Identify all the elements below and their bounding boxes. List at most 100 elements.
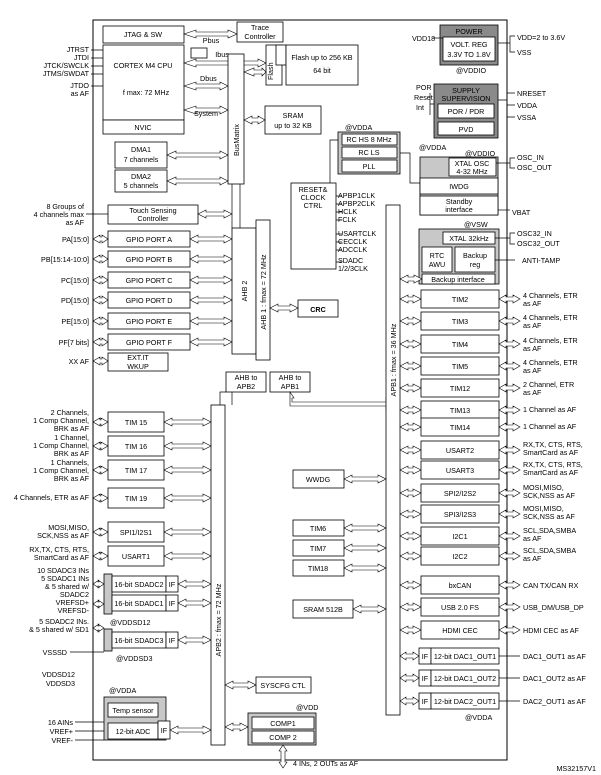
vss-label: VSS xyxy=(517,48,532,57)
spi3-pin-1: MOSI,MISO, xyxy=(523,504,564,513)
osc-in-label: OSC_IN xyxy=(517,153,544,162)
reset-sig-label: Reset xyxy=(414,93,433,102)
touch-label-1: Touch Sensing xyxy=(129,206,176,215)
exti-label-2: WKUP xyxy=(127,362,149,371)
adc-label: 12-bit ADC xyxy=(116,727,151,736)
reset-clock-block xyxy=(290,182,337,270)
vsw-label: @VSW xyxy=(464,220,488,229)
nreset-label: NRESET xyxy=(517,89,547,98)
pe-pin: PE[15:0] xyxy=(61,317,89,326)
nvic-label: NVIC xyxy=(134,123,151,132)
dbus-label: Dbus xyxy=(200,74,217,83)
sdadc3-if-label: IF xyxy=(169,636,176,645)
busmatrix-block xyxy=(227,53,245,185)
gpio-group: GPIO PORT A GPIO PORT B GPIO PORT C GPIO… xyxy=(107,230,191,351)
dma1-arrow xyxy=(166,150,229,160)
ahb2-label: AHB 2 xyxy=(240,281,249,302)
i2c1-pin-2: as AF xyxy=(523,534,542,543)
backup-reg-label-1: Backup xyxy=(463,251,487,260)
adc-pin-2: VREF+ xyxy=(50,727,73,736)
tim4-pin-2: as AF xyxy=(523,344,542,353)
vsssd-pin: VSSSD xyxy=(43,648,67,657)
flash-obl-block xyxy=(275,44,287,66)
nvic-block xyxy=(102,119,185,135)
backup-reg-block xyxy=(454,246,496,273)
gpio-d-label: GPIO PORT D xyxy=(126,296,173,305)
tim5-arrow xyxy=(399,361,422,371)
clk1-label: APBP1CLK xyxy=(338,191,375,200)
apb2-peripherals: TIM 15 TIM 16 TIM 17 TIM 19 SPI1/I2S1 US… xyxy=(107,411,165,567)
sdadc2-gray xyxy=(103,573,113,615)
pb-arrow xyxy=(92,254,109,264)
usb-pin: USB_DM/USB_DP xyxy=(523,603,584,612)
tim4-label: TIM4 xyxy=(452,340,468,349)
reset-label-3: CTRL xyxy=(304,201,323,210)
apb1-peripherals: TIM2 TIM3 TIM4 TIM5 TIM12 TIM13 TIM14 US… xyxy=(420,289,500,640)
exti-label-1: EXT.IT xyxy=(127,353,149,362)
tim16-pin-2: 1 Comp Channel, xyxy=(33,441,89,450)
sram-label-2: up to 32 KB xyxy=(274,121,312,130)
sdadc-bus-arrow-2 xyxy=(177,598,212,608)
comp2-block xyxy=(251,730,315,744)
matrix-flash-arrow xyxy=(243,67,267,77)
right-pin-labels: 4 Channels, ETR as AF 4 Channels, ETR as… xyxy=(523,291,586,706)
apb2-arrows xyxy=(92,417,212,561)
adc-bus-arrow xyxy=(169,725,212,735)
clk9-label: 1/2/3CLK xyxy=(338,264,368,273)
clock-lines xyxy=(336,195,342,263)
usart2-arrow xyxy=(399,445,422,455)
vddsd3-pin: VDDSD3 xyxy=(46,679,75,688)
spi2-pin-2: SCK,NSS as AF xyxy=(523,491,576,500)
tim5-pin-2: as AF xyxy=(523,366,542,375)
osc32-lines xyxy=(495,232,515,261)
tim19-in-arrow xyxy=(92,493,109,503)
ahb2-bus xyxy=(231,227,257,355)
power-vddio-label: @VDDIO xyxy=(456,66,486,75)
i2c2-arrow xyxy=(399,551,422,561)
tim6-arrow xyxy=(343,523,387,533)
dma2-arrow xyxy=(166,176,229,186)
rtc-label-1: RTC xyxy=(430,251,445,260)
clock-signals: APBP1CLK APBP2CLK HCLK FCLK USARTCLK CEC… xyxy=(338,191,376,273)
temp-block xyxy=(107,702,159,718)
tim19-label: TIM 19 xyxy=(125,494,147,503)
dma1-label-2: 7 channels xyxy=(124,155,159,164)
pd-arrow xyxy=(92,295,109,305)
comp-arrow xyxy=(224,722,249,732)
apb2-connection xyxy=(219,391,233,405)
touch-label-2: Controller xyxy=(137,214,169,223)
comp2-label: COMP 2 xyxy=(269,733,296,742)
apb2-bus xyxy=(210,404,226,746)
rcls-label: RC LS xyxy=(358,148,379,157)
flash-block xyxy=(285,44,359,86)
voltreg-label-1: VOLT. REG xyxy=(450,40,487,49)
dac3-label: 12-bit DAC2_OUT1 xyxy=(434,697,496,706)
tim14-label: TIM14 xyxy=(450,423,470,432)
tim16-pin-1: 1 Channel, xyxy=(54,433,89,442)
dac2-label: 12-bit DAC1_OUT2 xyxy=(434,674,496,683)
touch-pin-1: 8 Groups of xyxy=(46,202,84,211)
tim15-pin-1: 2 Channels, xyxy=(51,408,89,417)
tim2-pin-2: as AF xyxy=(523,299,542,308)
tim15-in-arrow xyxy=(92,417,109,427)
adc-in-lines xyxy=(75,721,104,741)
tim7-label: TIM7 xyxy=(310,544,326,553)
dma2-label-1: DMA2 xyxy=(131,172,151,181)
sdadc2-if-label: IF xyxy=(169,580,176,589)
ahb-apb2-label-2: APB2 xyxy=(237,382,255,391)
standby-label-1: Standby xyxy=(446,197,473,206)
pf-pin: PF[7 bits] xyxy=(59,338,89,347)
vdd-range-bracket xyxy=(498,35,515,53)
rchs-block xyxy=(341,133,398,146)
usart1-pin-1: RX,TX, CTS, RTS, xyxy=(29,545,89,554)
xtal-osc-label-2: 4-32 MHz xyxy=(456,167,488,176)
apb1-label: APB1 : fmax = 36 MHz xyxy=(389,323,398,396)
bxcan-out-arrow xyxy=(498,580,521,590)
ahb-apb2-label-1: AHB to xyxy=(235,373,258,382)
pa-arrow xyxy=(92,234,109,244)
jtag-block xyxy=(102,25,185,44)
tim2-label: TIM2 xyxy=(452,295,468,304)
tim3-label: TIM3 xyxy=(452,317,468,326)
ahb-apb1-label-2: APB1 xyxy=(281,382,299,391)
